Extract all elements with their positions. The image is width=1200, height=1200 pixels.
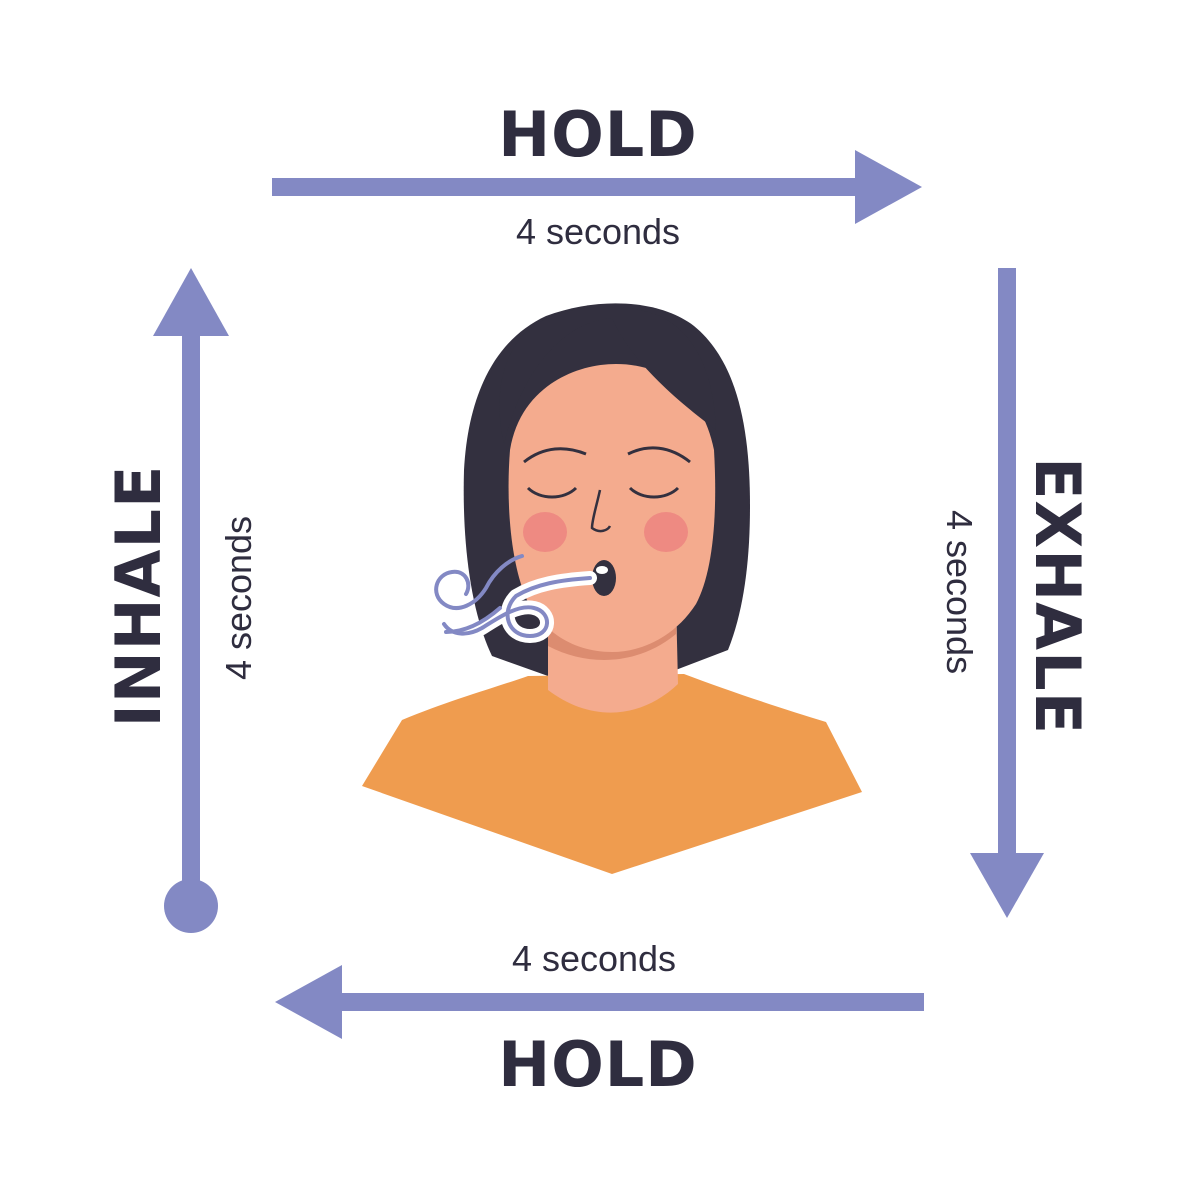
right-arrow xyxy=(970,268,1044,918)
start-dot xyxy=(164,879,218,933)
top-step-label: HOLD xyxy=(498,98,698,171)
top-step-duration: 4 seconds xyxy=(516,211,680,252)
left-step-duration: 4 seconds xyxy=(218,516,259,680)
bottom-arrow xyxy=(275,965,924,1039)
top-arrow xyxy=(272,150,922,224)
right-step-duration: 4 seconds xyxy=(939,510,980,674)
left-arrow xyxy=(153,268,229,933)
right-step-label: EXHALE xyxy=(1021,457,1094,735)
bottom-step-label: HOLD xyxy=(498,1028,698,1101)
left-step-label: INHALE xyxy=(102,465,175,728)
bottom-step-duration: 4 seconds xyxy=(512,938,676,979)
breath-swirl-icon xyxy=(434,554,597,644)
